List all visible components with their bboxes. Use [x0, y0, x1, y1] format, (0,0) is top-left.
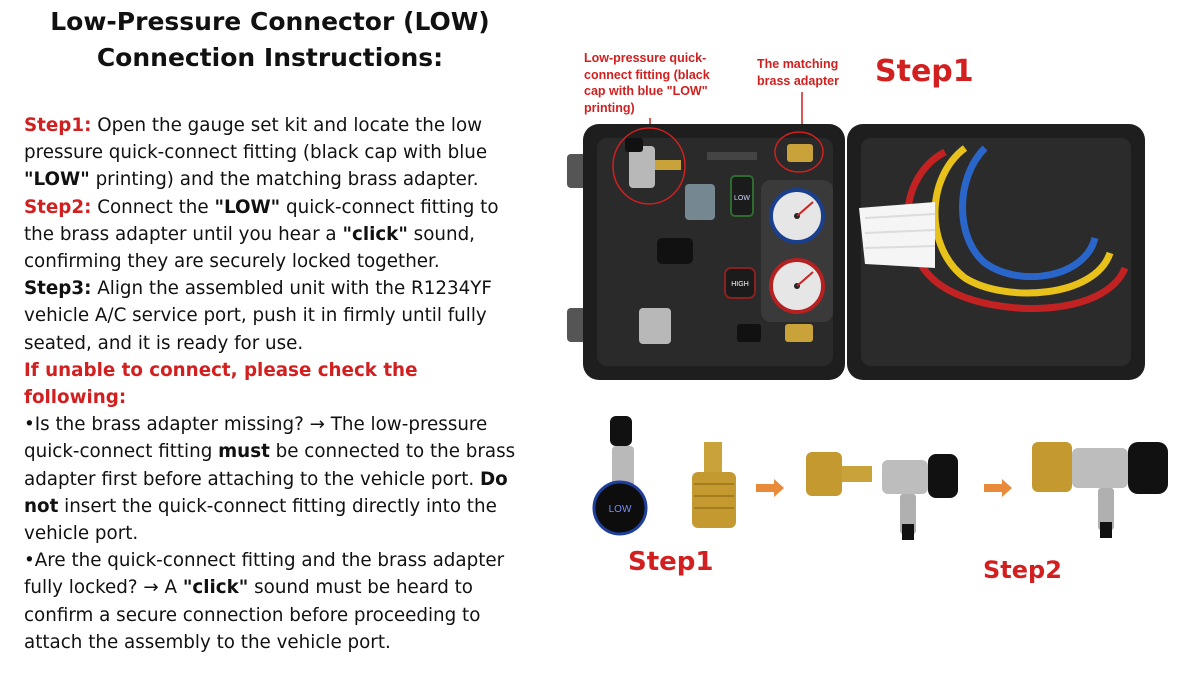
case-low-label: LOW	[734, 195, 750, 202]
gauge-kit-case-illustration: LOW HIGH	[567, 124, 1145, 380]
step1-bottom-label: Step1	[628, 547, 714, 577]
step3-paragraph: Step3: Align the assembled unit with the…	[24, 275, 524, 357]
adapter-highlight-circle	[774, 131, 824, 173]
q2-text: •Are the quick-connect fitting and the b…	[24, 550, 505, 599]
step2-text: Connect the	[91, 196, 215, 218]
q1-text2: be connected to the brass adapter first …	[24, 441, 516, 490]
fitting-low-label: LOW	[609, 504, 632, 515]
step2-text2: quick-connect fitting to the brass adapt…	[24, 196, 499, 245]
step1-parts-illustration: LOW	[592, 416, 736, 536]
callout-fitting: Low-pressure quick-connect fitting (blac…	[584, 51, 710, 115]
title-line-1: Low-Pressure Connector (LOW)	[50, 7, 490, 36]
check-item-1: •Is the brass adapter missing? → The low…	[24, 411, 524, 547]
page-title: Low-Pressure Connector (LOW) Connection …	[20, 4, 520, 76]
assembled-fitting-illustration	[1032, 442, 1168, 538]
step3-text: Align the assembled unit with the R1234Y…	[24, 278, 492, 354]
step2-low: "LOW"	[214, 196, 281, 218]
check-heading-text: If unable to connect, please check the f…	[24, 359, 418, 409]
step2-bottom-label: Step2	[983, 556, 1062, 584]
case-high-label: HIGH	[731, 281, 749, 288]
arrow-right-icon	[984, 479, 1012, 497]
step2-paragraph: Step2: Connect the "LOW" quick-connect f…	[24, 194, 524, 276]
arrow-right-icon	[756, 479, 784, 497]
q2-click: "click"	[182, 577, 249, 599]
instructions: Step1: Open the gauge set kit and locate…	[24, 112, 524, 656]
q1-must: must	[218, 441, 270, 463]
step3-label: Step3:	[24, 278, 92, 300]
step2-text3: sound, confirming they are securely lock…	[24, 223, 475, 273]
q1-text: •Is the brass adapter missing? → The low…	[24, 414, 488, 463]
step1-top-label: Step1	[875, 54, 974, 89]
check-item-2: •Are the quick-connect fitting and the b…	[24, 547, 524, 656]
fitting-highlight-circle	[612, 127, 686, 205]
step1-low: "LOW"	[24, 169, 90, 191]
step1-label: Step1:	[24, 115, 92, 136]
check-heading: If unable to connect, please check the f…	[24, 357, 524, 411]
step1-text: Open the gauge set kit and locate the lo…	[24, 115, 488, 164]
step2-label: Step2:	[24, 196, 92, 218]
step2-click: "click"	[342, 223, 408, 245]
step1-text2: printing) and the matching brass adapter…	[89, 169, 479, 191]
q1-text3: insert the quick-connect fitting directl…	[24, 495, 497, 545]
callout-adapter: The matching brass adapter	[757, 57, 839, 88]
step2-parts-illustration	[806, 452, 958, 540]
q1-donot: Do not	[24, 468, 508, 517]
title-line-2: Connection Instructions:	[96, 43, 444, 72]
q2-text2: sound must be heard to confirm a secure …	[24, 577, 481, 653]
step1-paragraph: Step1: Open the gauge set kit and locate…	[24, 112, 524, 194]
